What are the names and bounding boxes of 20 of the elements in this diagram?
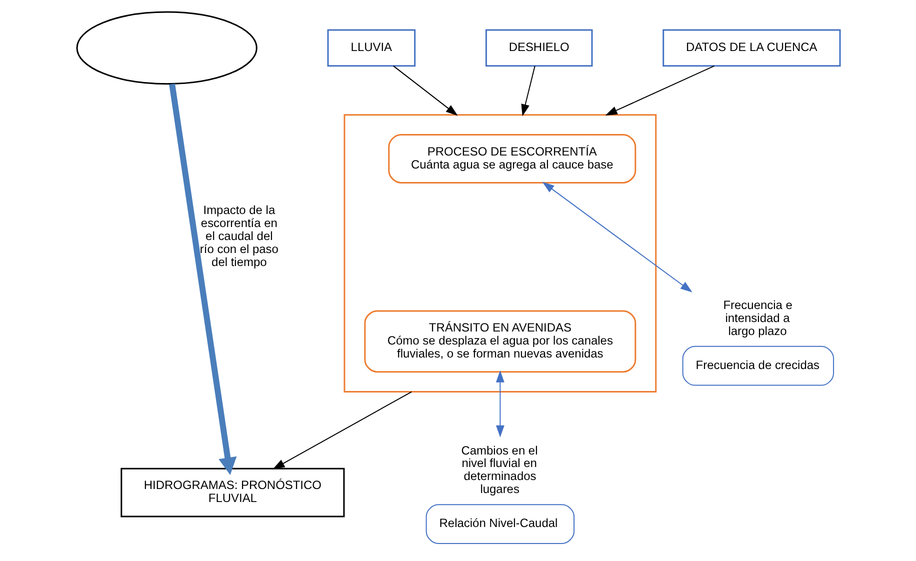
cluster: [343, 114, 656, 393]
arrow: [272, 391, 412, 470]
node-label: Cambios en el nivel fluvial en determinados lugares: [460, 443, 538, 496]
node-box: DESHIELO: [484, 29, 592, 67]
node-box: PROCESO DE ESCORRENTÍA Cuánta agua se agrega al cauce base: [388, 134, 636, 184]
arrow: [168, 84, 236, 475]
arrow: [520, 65, 535, 116]
node-ellipse: [76, 11, 257, 85]
node-box: HIDROGRAMAS: PRONÓSTICO FLUVIAL: [120, 468, 344, 518]
arrow: [542, 182, 692, 292]
arrow: [495, 370, 504, 438]
node-box: DATOS DE LA CUENCA: [662, 29, 840, 67]
edge-label: Impacto de la escorrentía en el caudal del río con el paso del tiempo: [199, 203, 278, 270]
node-box: Frecuencia de crecidas: [682, 346, 834, 386]
node-box: LLUVIA: [326, 29, 416, 67]
node-box: TRÁNSITO EN AVENIDAS Cómo se desplaza el agua por los canales fluviales, o se forman nuevas avenidas: [364, 310, 636, 373]
arrow: [604, 65, 714, 116]
node-label: Frecuencia e intensidad a largo plazo: [722, 298, 792, 338]
node-box: Relación Nivel-Caudal: [425, 504, 574, 544]
arrow: [392, 65, 458, 116]
